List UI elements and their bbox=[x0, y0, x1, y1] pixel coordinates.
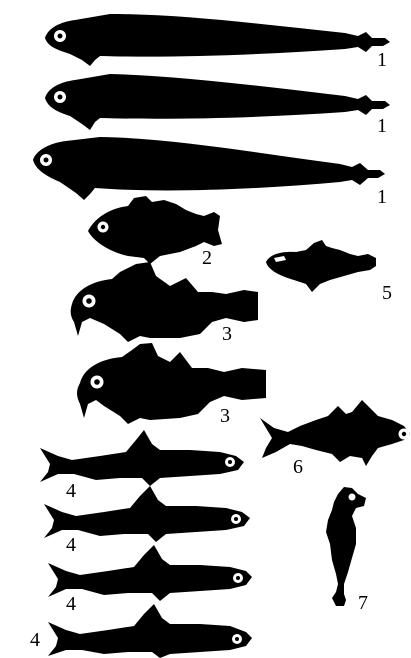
label-fish-1a: 1 bbox=[377, 49, 387, 71]
label-fish-3b: 3 bbox=[220, 405, 230, 427]
label-fish-1b: 1 bbox=[377, 115, 387, 137]
label-fish-4b: 4 bbox=[66, 534, 76, 556]
label-fish-2: 2 bbox=[202, 247, 212, 269]
seahorse-silhouette-7 bbox=[326, 487, 366, 606]
fish-silhouette-4d bbox=[48, 604, 252, 658]
fish-silhouette-3b bbox=[77, 343, 266, 424]
fish-silhouette-1a bbox=[45, 14, 390, 66]
label-fish-3a: 3 bbox=[222, 323, 232, 345]
label-fish-5: 5 bbox=[382, 282, 392, 304]
fish-silhouette-6 bbox=[260, 400, 410, 466]
fish-silhouette-1c bbox=[33, 137, 385, 200]
label-fish-4d: 4 bbox=[30, 629, 40, 651]
label-seahorse-7: 7 bbox=[358, 592, 368, 614]
label-fish-6: 6 bbox=[293, 456, 303, 478]
label-fish-4c: 4 bbox=[66, 593, 76, 615]
label-fish-1c: 1 bbox=[377, 186, 387, 208]
fish-silhouette-4c bbox=[48, 545, 252, 601]
fish-silhouette-4a bbox=[40, 430, 244, 486]
fish-silhouette-1b bbox=[45, 74, 390, 130]
label-fish-4a: 4 bbox=[66, 480, 76, 502]
fish-silhouette-5 bbox=[266, 240, 376, 292]
